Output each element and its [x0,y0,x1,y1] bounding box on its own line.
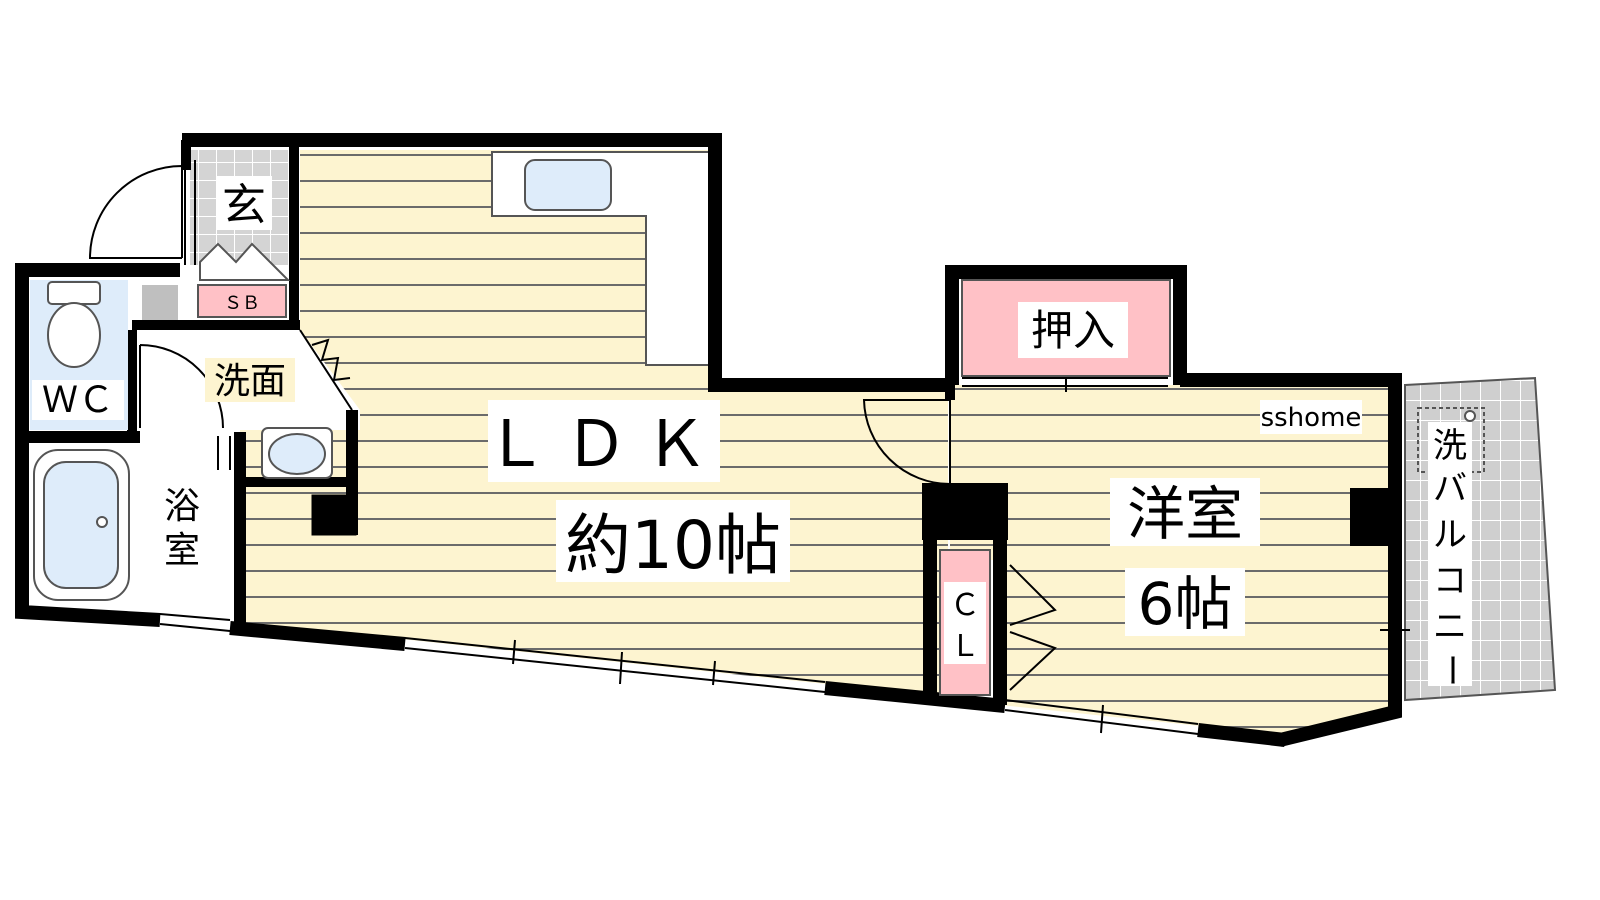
column-ldk [922,483,1008,540]
bathtub [43,461,119,589]
balcony-char-5: ー [1431,653,1471,687]
closet-door [1009,564,1057,691]
pipe-space [142,285,178,320]
walls [15,133,1402,747]
toilet-tank [47,281,101,305]
ldk-western-door [862,399,951,485]
balcony-char-4: ニ [1433,607,1467,647]
wash-folding-door [299,329,353,411]
wash-label-bg [205,358,295,402]
western-room-floor [950,385,1390,735]
bathtub-drain [96,516,108,528]
wall-south-east [1180,373,1402,747]
balcony-label-bg [1428,422,1472,686]
closet-label-bg [944,582,986,664]
wash-basin [268,433,326,475]
washing-machine-drain [1464,410,1476,422]
balcony-char-2: ル [1433,515,1467,555]
entrance-label-bg [216,176,272,230]
western-size-bg [1125,568,1245,636]
step [199,242,291,281]
entry-door [88,165,183,259]
closet-label-2: Ｌ [950,629,980,664]
wall-north [182,133,948,392]
balcony-floor [1404,376,1557,702]
wall-south-2 [824,681,1006,713]
oshiire-label-bg [1018,302,1128,358]
column-east [1350,488,1390,546]
ldk-label-bg [488,400,720,482]
entrance-label: 玄 [222,180,266,231]
kitchen-sink [524,159,612,211]
balcony-laundry-label: 洗 [1433,426,1467,466]
balcony-char-1: バ [1433,469,1467,509]
doors [88,165,1168,691]
watermark-bg [1260,400,1362,434]
fixtures [30,159,1485,601]
shoe-box-label: ＳＢ [224,293,260,314]
washroom-label: 洗面 [214,361,286,402]
windows [17,160,1410,735]
ldk-size-bg [556,500,790,582]
wall-south-1 [229,621,406,651]
watermark: sshome [1261,403,1362,433]
wall-south-3 [1197,723,1286,747]
washroom-door [139,344,224,429]
ldk-label: ＬＤＫ [484,408,724,482]
wall-oshiire [945,265,1187,385]
western-size-label: 6帖 [1138,570,1233,638]
shoe-box [197,284,287,318]
toilet-bowl [47,302,101,368]
column-wash [311,494,357,536]
western-room-label: 洋室 [1127,480,1243,548]
wc-label: ＷＣ [42,380,114,421]
western-label-bg [1110,478,1260,546]
closet-label-1: Ｃ [950,588,980,623]
bath-label-1: 浴 [164,486,200,527]
bath-door [217,436,231,470]
balcony-char-3: コ [1433,561,1467,601]
ldk-size-label: 約10帖 [565,507,781,584]
bath-label-2: 室 [164,530,200,571]
oshiire-sliding [962,377,1168,392]
oshiire-label: 押入 [1031,306,1115,355]
labels: ＬＤＫ 約10帖 洋室 6帖 玄 ＳＢ 洗面 ＷＣ 浴 室 Ｃ Ｌ 押入 ssh… [32,176,1472,687]
wc-label-bg [32,380,124,420]
